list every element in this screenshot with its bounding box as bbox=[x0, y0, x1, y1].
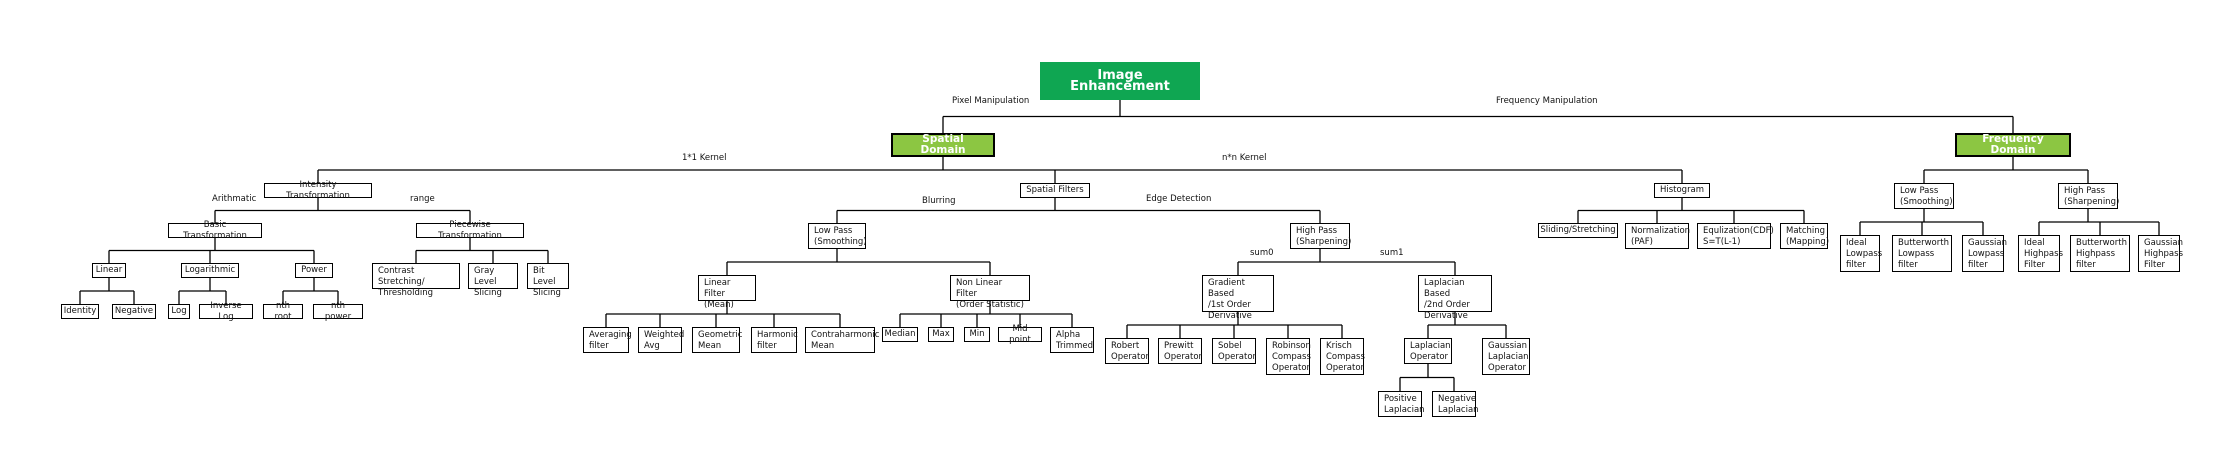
gradient-based-node: Gradient Based /1st Order Derivative bbox=[1202, 275, 1274, 321]
equalization-node: Equlization(CDF) S=T(L-1) bbox=[1697, 223, 1774, 249]
sliding-stretching-node: Sliding/Stretching bbox=[1538, 223, 1618, 238]
gaussian-lowpass-node: Gaussian Lowpass filter bbox=[1962, 235, 2007, 272]
positive-laplacian-node: Positive Laplacian bbox=[1378, 391, 1425, 417]
nth-power-node: nth power bbox=[313, 301, 363, 322]
freq-low-pass-node: Low Pass (Smoothing) bbox=[1894, 183, 1954, 209]
midpoint-node: Mid point bbox=[998, 324, 1042, 345]
weighted-avg-node: Weighted Avg bbox=[638, 327, 684, 353]
median-node: Median bbox=[882, 327, 918, 342]
averaging-filter-node: Averaging filter bbox=[583, 327, 632, 353]
laplacian-based-node: Laplacian Based /2nd Order Derivative bbox=[1418, 275, 1492, 321]
nth-root-node: nth root bbox=[263, 301, 303, 322]
piecewise-transformation-node: Piecewise Transformation bbox=[416, 220, 524, 241]
power-node: Power bbox=[295, 263, 333, 278]
arithmetic-label: Arithmatic bbox=[212, 194, 257, 204]
sum1-label: sum1 bbox=[1380, 248, 1404, 258]
laplacian-operator-node: Laplacian Operator bbox=[1404, 338, 1452, 364]
basic-transformation-node: Basic Transformation bbox=[168, 220, 262, 241]
intensity-transformation-node: Intensity Transformation bbox=[264, 180, 372, 201]
pixel-manipulation-label: Pixel Manipulation bbox=[952, 96, 1030, 106]
blurring-label: Blurring bbox=[922, 196, 956, 206]
kernel-1x1-label: 1*1 Kernel bbox=[682, 153, 727, 163]
contraharmonic-mean-node: Contraharmonic Mean bbox=[805, 327, 879, 353]
robinson-operator-node: Robinson Compass Operator bbox=[1266, 338, 1311, 375]
linear-filter-node: Linear Filter (Mean) bbox=[698, 275, 756, 310]
frequency-manipulation-label: Frequency Manipulation bbox=[1496, 96, 1598, 106]
harmonic-filter-node: Harmonic filter bbox=[751, 327, 798, 353]
gaussian-laplacian-node: Gaussian Laplacian Operator bbox=[1482, 338, 1530, 375]
negative-laplacian-node: Negative Laplacian bbox=[1432, 391, 1479, 417]
sobel-operator-node: Sobel Operator bbox=[1212, 338, 1256, 364]
negative-node: Negative bbox=[112, 304, 156, 319]
gray-level-slicing-node: Gray Level Slicing bbox=[468, 263, 518, 298]
identity-node: Identity bbox=[61, 304, 99, 319]
logarithmic-node: Logarithmic bbox=[181, 263, 239, 278]
low-pass-node: Low Pass (Smoothing) bbox=[808, 223, 867, 249]
root-node: Image Enhancement bbox=[1040, 62, 1200, 100]
prewitt-operator-node: Prewitt Operator bbox=[1158, 338, 1202, 364]
sum0-label: sum0 bbox=[1250, 248, 1274, 258]
inverse-log-node: Inverse Log bbox=[199, 301, 253, 322]
geometric-mean-node: Geometric Mean bbox=[692, 327, 742, 353]
kernel-nxn-label: n*n Kernel bbox=[1222, 153, 1267, 163]
ideal-lowpass-node: Ideal Lowpass filter bbox=[1840, 235, 1882, 272]
spatial-domain-node: Spatial Domain bbox=[891, 133, 995, 157]
contrast-stretching-node: Contrast Stretching/ Thresholding bbox=[372, 263, 460, 298]
histogram-node: Histogram bbox=[1654, 183, 1710, 198]
spatial-filters-node: Spatial Filters bbox=[1020, 183, 1090, 198]
matching-node: Matching (Mapping) bbox=[1780, 223, 1829, 249]
butterworth-lowpass-node: Butterworth Lowpass filter bbox=[1892, 235, 1952, 272]
edge-detection-label: Edge Detection bbox=[1146, 194, 1212, 204]
log-node: Log bbox=[168, 304, 190, 319]
nonlinear-filter-node: Non Linear Filter (Order Statistic) bbox=[950, 275, 1030, 310]
ideal-highpass-node: Ideal Highpass Filter bbox=[2018, 235, 2063, 272]
butterworth-highpass-node: Butterworth Highpass filter bbox=[2070, 235, 2130, 272]
alpha-trimmed-node: Alpha Trimmed bbox=[1050, 327, 1094, 353]
linear-node: Linear bbox=[92, 263, 126, 278]
normalization-node: Normalization (PAF) bbox=[1625, 223, 1690, 249]
min-node: Min bbox=[964, 327, 990, 342]
max-node: Max bbox=[928, 327, 954, 342]
krisch-operator-node: Krisch Compass Operator bbox=[1320, 338, 1365, 375]
gaussian-highpass-node: Gaussian Highpass Filter bbox=[2138, 235, 2183, 272]
range-label: range bbox=[410, 194, 435, 204]
freq-high-pass-node: High Pass (Sharpening) bbox=[2058, 183, 2119, 209]
frequency-domain-node: Frequency Domain bbox=[1955, 133, 2071, 157]
high-pass-node: High Pass (Sharpening) bbox=[1290, 223, 1351, 249]
bit-level-slicing-node: Bit Level Slicing bbox=[527, 263, 569, 298]
robert-operator-node: Robert Operator bbox=[1105, 338, 1149, 364]
